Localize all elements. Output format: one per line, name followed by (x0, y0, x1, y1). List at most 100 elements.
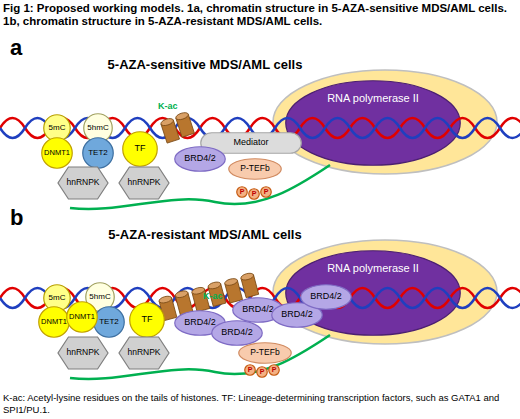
node-text: Mediator (233, 138, 268, 148)
node-text: BRD4/2 (242, 305, 274, 315)
node-text: DNMT1 (69, 313, 95, 321)
node-text: BRD4/2 (310, 292, 342, 302)
node-shape (130, 303, 165, 338)
node-shape (301, 285, 352, 310)
node-text: P (240, 188, 245, 196)
node-text: hnRNPK (66, 178, 99, 187)
node-shape (39, 307, 70, 338)
tet2-circle: TET2 (93, 306, 125, 338)
node-shape (229, 159, 282, 180)
node-label-box: TF (129, 302, 165, 338)
node-shape (239, 343, 292, 364)
node-text: TF (135, 144, 146, 154)
node-label-box: P (256, 366, 268, 378)
panel-letter: a (10, 36, 40, 60)
node-shape (249, 189, 260, 200)
node-label-box: DNMT1 (38, 306, 70, 338)
node-label-box: P (244, 364, 256, 376)
node-shape (67, 302, 98, 333)
hnrnpk-hexagon: hnRNPK (118, 336, 170, 370)
node-label-box: RNA polymerase II (285, 80, 461, 166)
node-label-box: BRD4/2 (174, 146, 226, 172)
figure-title: Fig 1: Proposed working models. 1a, chro… (3, 2, 515, 28)
node-text: BRD4/2 (184, 318, 216, 328)
node-shape (257, 367, 268, 378)
histone-cap (160, 117, 174, 127)
ptefb-ellipse: P-TEFb (238, 342, 292, 364)
node-text: TF (142, 315, 153, 325)
node-label-box: DNMT1 (66, 301, 98, 333)
histone-cap (207, 281, 221, 290)
node-shape (119, 337, 169, 369)
node-text: hnRNPK (66, 348, 99, 357)
node-shape (261, 187, 272, 198)
node-label-box: BRD4/2 (300, 284, 352, 310)
node-label-box: hnRNPK (118, 336, 170, 370)
histone-cylinder (161, 120, 180, 143)
node-shape (245, 365, 256, 376)
node-label-box: BRD4/2 (211, 320, 263, 346)
polymerase-halo (273, 240, 497, 344)
node-shape (94, 307, 125, 338)
tet2-circle: TET2 (82, 137, 114, 169)
node-label-box: TET2 (82, 137, 114, 169)
node-label-box: P (260, 186, 272, 198)
node-label-box: hnRNPK (57, 166, 109, 200)
node-text: TET2 (99, 318, 119, 327)
node-label-box: DNMT1 (41, 137, 73, 169)
tf-circle: TF (122, 131, 158, 167)
histone-cap (175, 290, 189, 299)
histone-cylinder (225, 280, 243, 303)
hnrnpk-hexagon: hnRNPK (57, 166, 109, 200)
figure-footnote: K-ac: Acetyl-lysine residues on the tail… (3, 392, 517, 416)
node-text: 5mC (49, 294, 66, 303)
node-label-box: hnRNPK (57, 336, 109, 370)
acetyl-label: K-ac (203, 292, 243, 302)
phospho-circle: P (256, 366, 268, 378)
node-shape (123, 132, 158, 167)
node-text: 5hmC (89, 293, 110, 302)
node-label-box: P-TEFb (238, 342, 292, 364)
rna-strand (70, 335, 330, 379)
dnmt1-circle: DNMT1 (41, 137, 73, 169)
phospho-circle: P (236, 186, 248, 198)
node-text: RNA polymerase II (327, 92, 419, 104)
histone-cap (175, 111, 189, 121)
hnrnpk-hexagon: hnRNPK (118, 166, 170, 200)
panel-heading: 5-AZA-sensitive MDS/AML cells (60, 58, 350, 72)
node-label-box: TET2 (93, 306, 125, 338)
node-text: P (252, 190, 257, 198)
node-text: DNMT1 (41, 318, 67, 326)
phospho-circle: P (244, 364, 256, 376)
hnrnpk-hexagon: hnRNPK (57, 336, 109, 370)
tf-circle: TF (129, 302, 165, 338)
rna-polymerase-ellipse: RNA polymerase II (285, 80, 461, 166)
ptefb-ellipse: P-TEFb (228, 158, 282, 180)
panel-heading: 5-AZA-resistant MDS/AML cells (60, 228, 350, 242)
node-shape (119, 167, 169, 199)
node-text: P (272, 366, 277, 374)
node-text: hnRNPK (127, 178, 160, 187)
node-label-box: P (248, 188, 260, 200)
node-shape (212, 321, 263, 346)
histone-cap (224, 277, 238, 286)
node-label-box: P (236, 186, 248, 198)
node-text: P-TEFb (240, 164, 269, 173)
panel-letter: b (10, 206, 40, 230)
node-shape (201, 133, 302, 154)
phospho-circle: P (260, 186, 272, 198)
brd-ellipse: BRD4/2 (211, 320, 263, 346)
phospho-circle: P (248, 188, 260, 200)
node-text: P (260, 368, 265, 376)
node-text: hnRNPK (127, 348, 160, 357)
histone-group (160, 111, 195, 143)
node-shape (175, 147, 226, 172)
node-shape (286, 251, 461, 336)
node-text: P-TEFb (250, 348, 279, 357)
node-shape (286, 81, 461, 166)
dnmt1-circle: DNMT1 (66, 301, 98, 333)
dnmt1-circle: DNMT1 (38, 306, 70, 338)
brd-ellipse: BRD4/2 (174, 146, 226, 172)
node-shape (42, 138, 73, 169)
histone-cap (240, 272, 254, 281)
